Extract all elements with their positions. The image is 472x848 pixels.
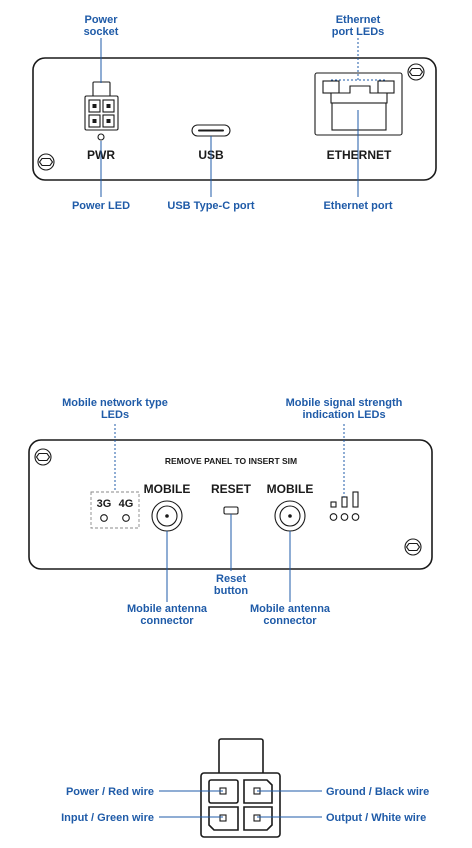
led-3g-label: 3G — [97, 498, 112, 510]
ethernet-label: ETHERNET — [327, 148, 392, 162]
remove-panel-text: REMOVE PANEL TO INSERT SIM — [165, 456, 297, 466]
reset-button — [223, 506, 239, 515]
front-panel: PWR USB ETHERNET Power socket Ethernet p… — [32, 14, 437, 212]
screw-icon — [407, 63, 425, 81]
ethernet-leds-callout-2: port LEDs — [332, 26, 385, 38]
power-socket-callout-1: Power — [84, 14, 118, 26]
pin-output — [243, 806, 273, 831]
network-type-callout-1: Mobile network type — [62, 397, 168, 409]
network-type-leds-box — [90, 491, 140, 529]
led-4g-label: 4G — [119, 498, 134, 510]
mobile-left-label: MOBILE — [144, 482, 191, 496]
reset-callout-1: Reset — [216, 573, 246, 585]
reset-label: RESET — [211, 482, 252, 496]
ethernet-leds-callout-1: Ethernet — [336, 14, 381, 26]
led-3g — [100, 514, 108, 522]
antenna-left-callout-1: Mobile antenna — [127, 603, 208, 615]
power-socket — [84, 81, 119, 131]
connector-pinout: Power / Red wire Input / Green wire Grou… — [61, 738, 429, 838]
power-led — [97, 133, 105, 141]
screw-icon — [404, 538, 422, 556]
led-4g — [122, 514, 130, 522]
power-led-callout: Power LED — [72, 200, 130, 212]
antenna-right-callout-2: connector — [263, 615, 317, 627]
reset-callout-2: button — [214, 585, 248, 597]
input-wire-label: Input / Green wire — [61, 812, 154, 824]
mobile-right-label: MOBILE — [267, 482, 314, 496]
power-wire-label: Power / Red wire — [66, 786, 154, 798]
signal-leds-callout-2: indication LEDs — [302, 409, 385, 421]
antenna-left-callout-2: connector — [140, 615, 194, 627]
output-wire-label: Output / White wire — [326, 812, 426, 824]
pin-input — [208, 806, 239, 831]
network-type-callout-2: LEDs — [101, 409, 129, 421]
antenna-connector-right — [274, 500, 306, 532]
usb-c-tongue — [198, 129, 224, 132]
screw-icon — [34, 448, 52, 466]
ground-wire-label: Ground / Black wire — [326, 786, 429, 798]
screw-icon — [37, 153, 55, 171]
usb-callout: USB Type-C port — [167, 200, 255, 212]
back-panel: REMOVE PANEL TO INSERT SIM MOBILE RESET … — [28, 397, 433, 627]
ethernet-port-callout: Ethernet port — [323, 200, 392, 212]
connector-latch — [218, 738, 264, 778]
signal-leds-callout-1: Mobile signal strength — [286, 397, 403, 409]
antenna-connector-left — [151, 500, 183, 532]
antenna-right-callout-1: Mobile antenna — [250, 603, 331, 615]
power-socket-callout-2: socket — [84, 26, 119, 38]
